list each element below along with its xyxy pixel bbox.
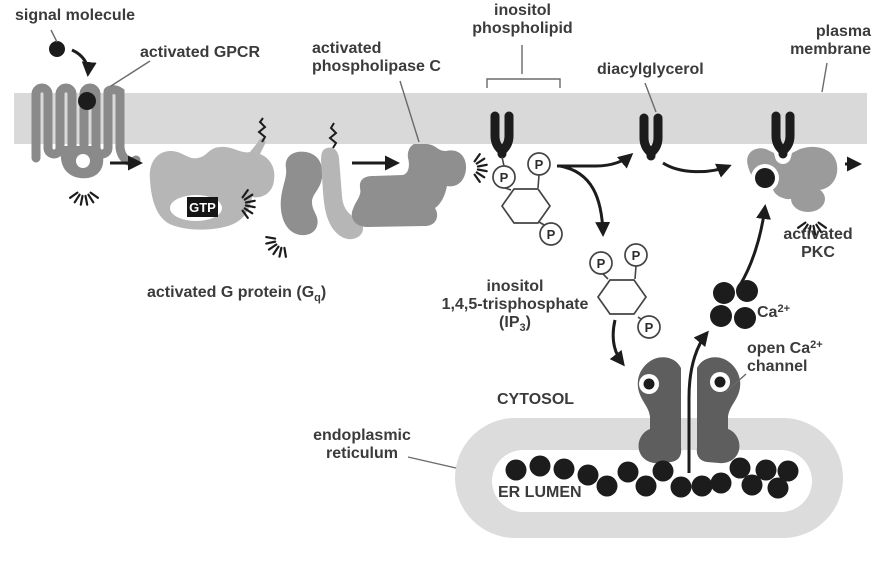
- arrow-signal-binding: [71, 48, 97, 77]
- er-label: endoplasmic reticulum: [313, 427, 411, 462]
- inositol-ring-icon: [596, 279, 648, 315]
- phosphate-label: P: [500, 170, 509, 185]
- arrow-ip3-to-channel: [609, 319, 625, 367]
- phospholipase-c-icon: [351, 144, 488, 227]
- cytosol-label: CYTOSOL: [497, 391, 575, 408]
- arrow-pip2-to-ip3: [559, 164, 611, 237]
- bound-ip3-dot: [643, 378, 655, 390]
- phosphate-label: P: [645, 320, 654, 335]
- signal-molecule-label: signal molecule: [15, 7, 136, 24]
- inositol-ring-icon: [501, 188, 551, 224]
- pointer-activated-gpcr: [110, 60, 151, 87]
- calcium-channel-icon: [637, 357, 741, 464]
- phosphate-label: P: [632, 248, 641, 263]
- inositol-phospholipid-label: inositol phospholipid: [472, 2, 573, 37]
- gpcr-icon: [31, 83, 141, 206]
- pointer-signal-molecule: [50, 29, 58, 43]
- plasma-membrane-band: [14, 93, 867, 144]
- arrow-pip2-to-dag: [557, 153, 634, 169]
- phosphate-label: P: [547, 227, 556, 242]
- activation-marks-complex: [260, 232, 291, 263]
- bound-ip3-dot: [714, 376, 726, 388]
- plasma-membrane-label: plasma membrane: [790, 23, 871, 58]
- open-channel-label: open Ca2+ channel: [747, 339, 823, 375]
- activated-pkc-label: activated PKC: [783, 226, 853, 261]
- bracket-inositol-phospholipid: [486, 78, 561, 88]
- calcium-ions-cytosol: [710, 280, 758, 329]
- arrow-dag-to-pkc: [662, 161, 732, 178]
- ip3-molecule-icon: P P P: [589, 243, 661, 339]
- gtp-label: GTP: [189, 200, 216, 215]
- pointer-diacylglycerol: [644, 82, 657, 113]
- arrow-calcium-release: [687, 330, 709, 473]
- signal-molecule-dot: [49, 41, 65, 57]
- gtp-badge: [187, 197, 218, 217]
- inositol-phospholipid-icon: P P P: [493, 116, 563, 246]
- pointer-plasma-membrane: [821, 62, 828, 93]
- activation-marks-gpcr: [68, 191, 100, 206]
- g-protein-label: activated G protein (Gq): [147, 284, 327, 304]
- calcium-ions-lumen: [505, 455, 799, 499]
- bound-calcium-dot: [755, 168, 775, 188]
- phosphate-label: P: [535, 157, 544, 172]
- g-protein-icon: GTP: [149, 117, 275, 230]
- ip3-label: inositol 1,4,5-trisphosphate (IP3): [441, 278, 589, 334]
- activated-gpcr-label: activated GPCR: [140, 44, 261, 61]
- phosphate-label: P: [597, 256, 606, 271]
- activation-marks-plc: [473, 153, 488, 183]
- bound-signal-dot: [78, 92, 96, 110]
- calcium-label: Ca2+: [757, 303, 790, 321]
- pointer-open-channel: [725, 373, 747, 393]
- er-lumen-label: ER LUMEN: [498, 484, 582, 501]
- pointer-plc: [399, 80, 420, 143]
- lipid-anchor-icon: [257, 117, 267, 143]
- pointer-er: [407, 456, 457, 469]
- lipid-anchor-icon: [328, 122, 338, 149]
- pkc-icon: [747, 116, 838, 236]
- arrow-calcium-to-pkc: [738, 204, 771, 286]
- activated-plc-label: activated phospholipase C: [312, 40, 441, 75]
- diacylglycerol-label: diacylglycerol: [597, 61, 704, 78]
